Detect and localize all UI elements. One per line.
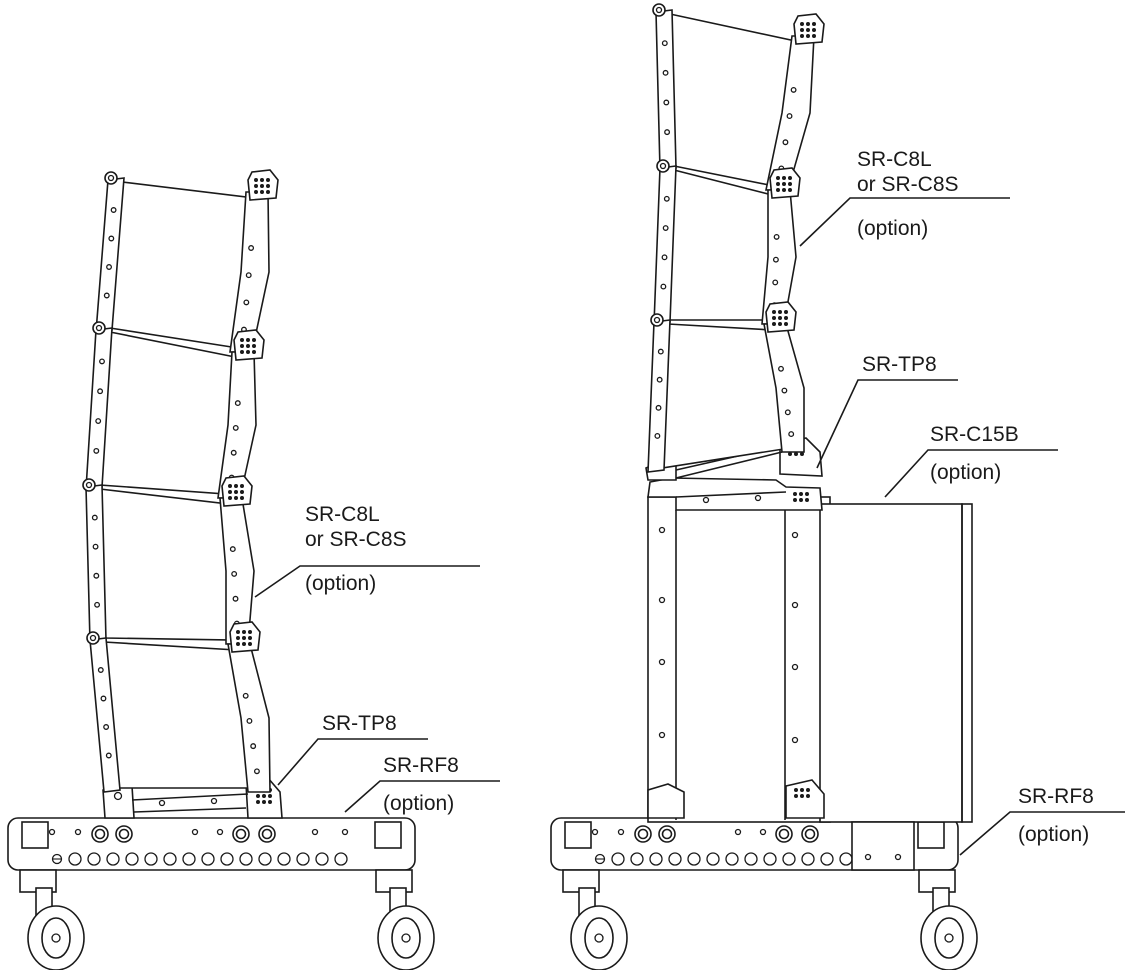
- right-sub-line-1: SR-C15B: [930, 423, 1019, 446]
- left-cabinet-line-2: or SR-C8S: [305, 528, 407, 551]
- right-caster-left: [570, 887, 628, 970]
- left-cabinet-4: [86, 621, 271, 793]
- right-subwoofer: [647, 477, 973, 871]
- right-cabinet-stack: [647, 3, 825, 473]
- right-caster-right: [920, 887, 978, 970]
- right-cabinet-line-1: SR-C8L: [857, 148, 932, 171]
- left-cabinet-2: [85, 321, 265, 499]
- left-tilt-plate: [102, 777, 283, 819]
- right-cabinet-line-2: or SR-C8S: [857, 173, 959, 196]
- callout-label-left-frame: SR-RF8 (option): [383, 754, 459, 815]
- right-rf-line-2: (option): [1018, 823, 1089, 846]
- left-rf-line-1: SR-RF8: [383, 754, 459, 777]
- left-cabinet-stack: [82, 169, 279, 793]
- left-cabinet-line-3: (option): [305, 572, 376, 595]
- right-cabinet-1: [652, 3, 825, 191]
- left-tp-line-1: SR-TP8: [322, 712, 397, 735]
- callout-label-right-frame: SR-RF8 (option): [1018, 785, 1094, 846]
- left-callout-leaders: [254, 565, 500, 813]
- right-cabinet-line-3: (option): [857, 217, 928, 240]
- callout-label-left-cabinet: SR-C8L or SR-C8S (option): [305, 503, 407, 595]
- callout-label-right-tilt-plate: SR-TP8: [862, 353, 937, 376]
- callout-label-left-tilt-plate: SR-TP8: [322, 712, 397, 735]
- right-sub-line-2: (option): [930, 461, 1001, 484]
- left-caster-right: [377, 887, 435, 970]
- right-tp-line-1: SR-TP8: [862, 353, 937, 376]
- callout-label-right-cabinet: SR-C8L or SR-C8S (option): [857, 148, 959, 240]
- right-figure-stack: [550, 3, 1125, 970]
- left-caster-left: [27, 887, 85, 970]
- left-figure-stack: [7, 169, 500, 970]
- right-rf-line-1: SR-RF8: [1018, 785, 1094, 808]
- left-rf-line-2: (option): [383, 792, 454, 815]
- left-cabinet-3: [82, 475, 255, 645]
- right-cabinet-2: [653, 159, 801, 325]
- left-cabinet-1: [95, 169, 279, 353]
- left-cabinet-line-1: SR-C8L: [305, 503, 380, 526]
- callout-label-right-subwoofer: SR-C15B (option): [930, 423, 1019, 484]
- left-rolling-frame: [7, 817, 435, 970]
- right-callout-leaders: [799, 197, 1125, 856]
- right-cabinet-3: [647, 301, 805, 473]
